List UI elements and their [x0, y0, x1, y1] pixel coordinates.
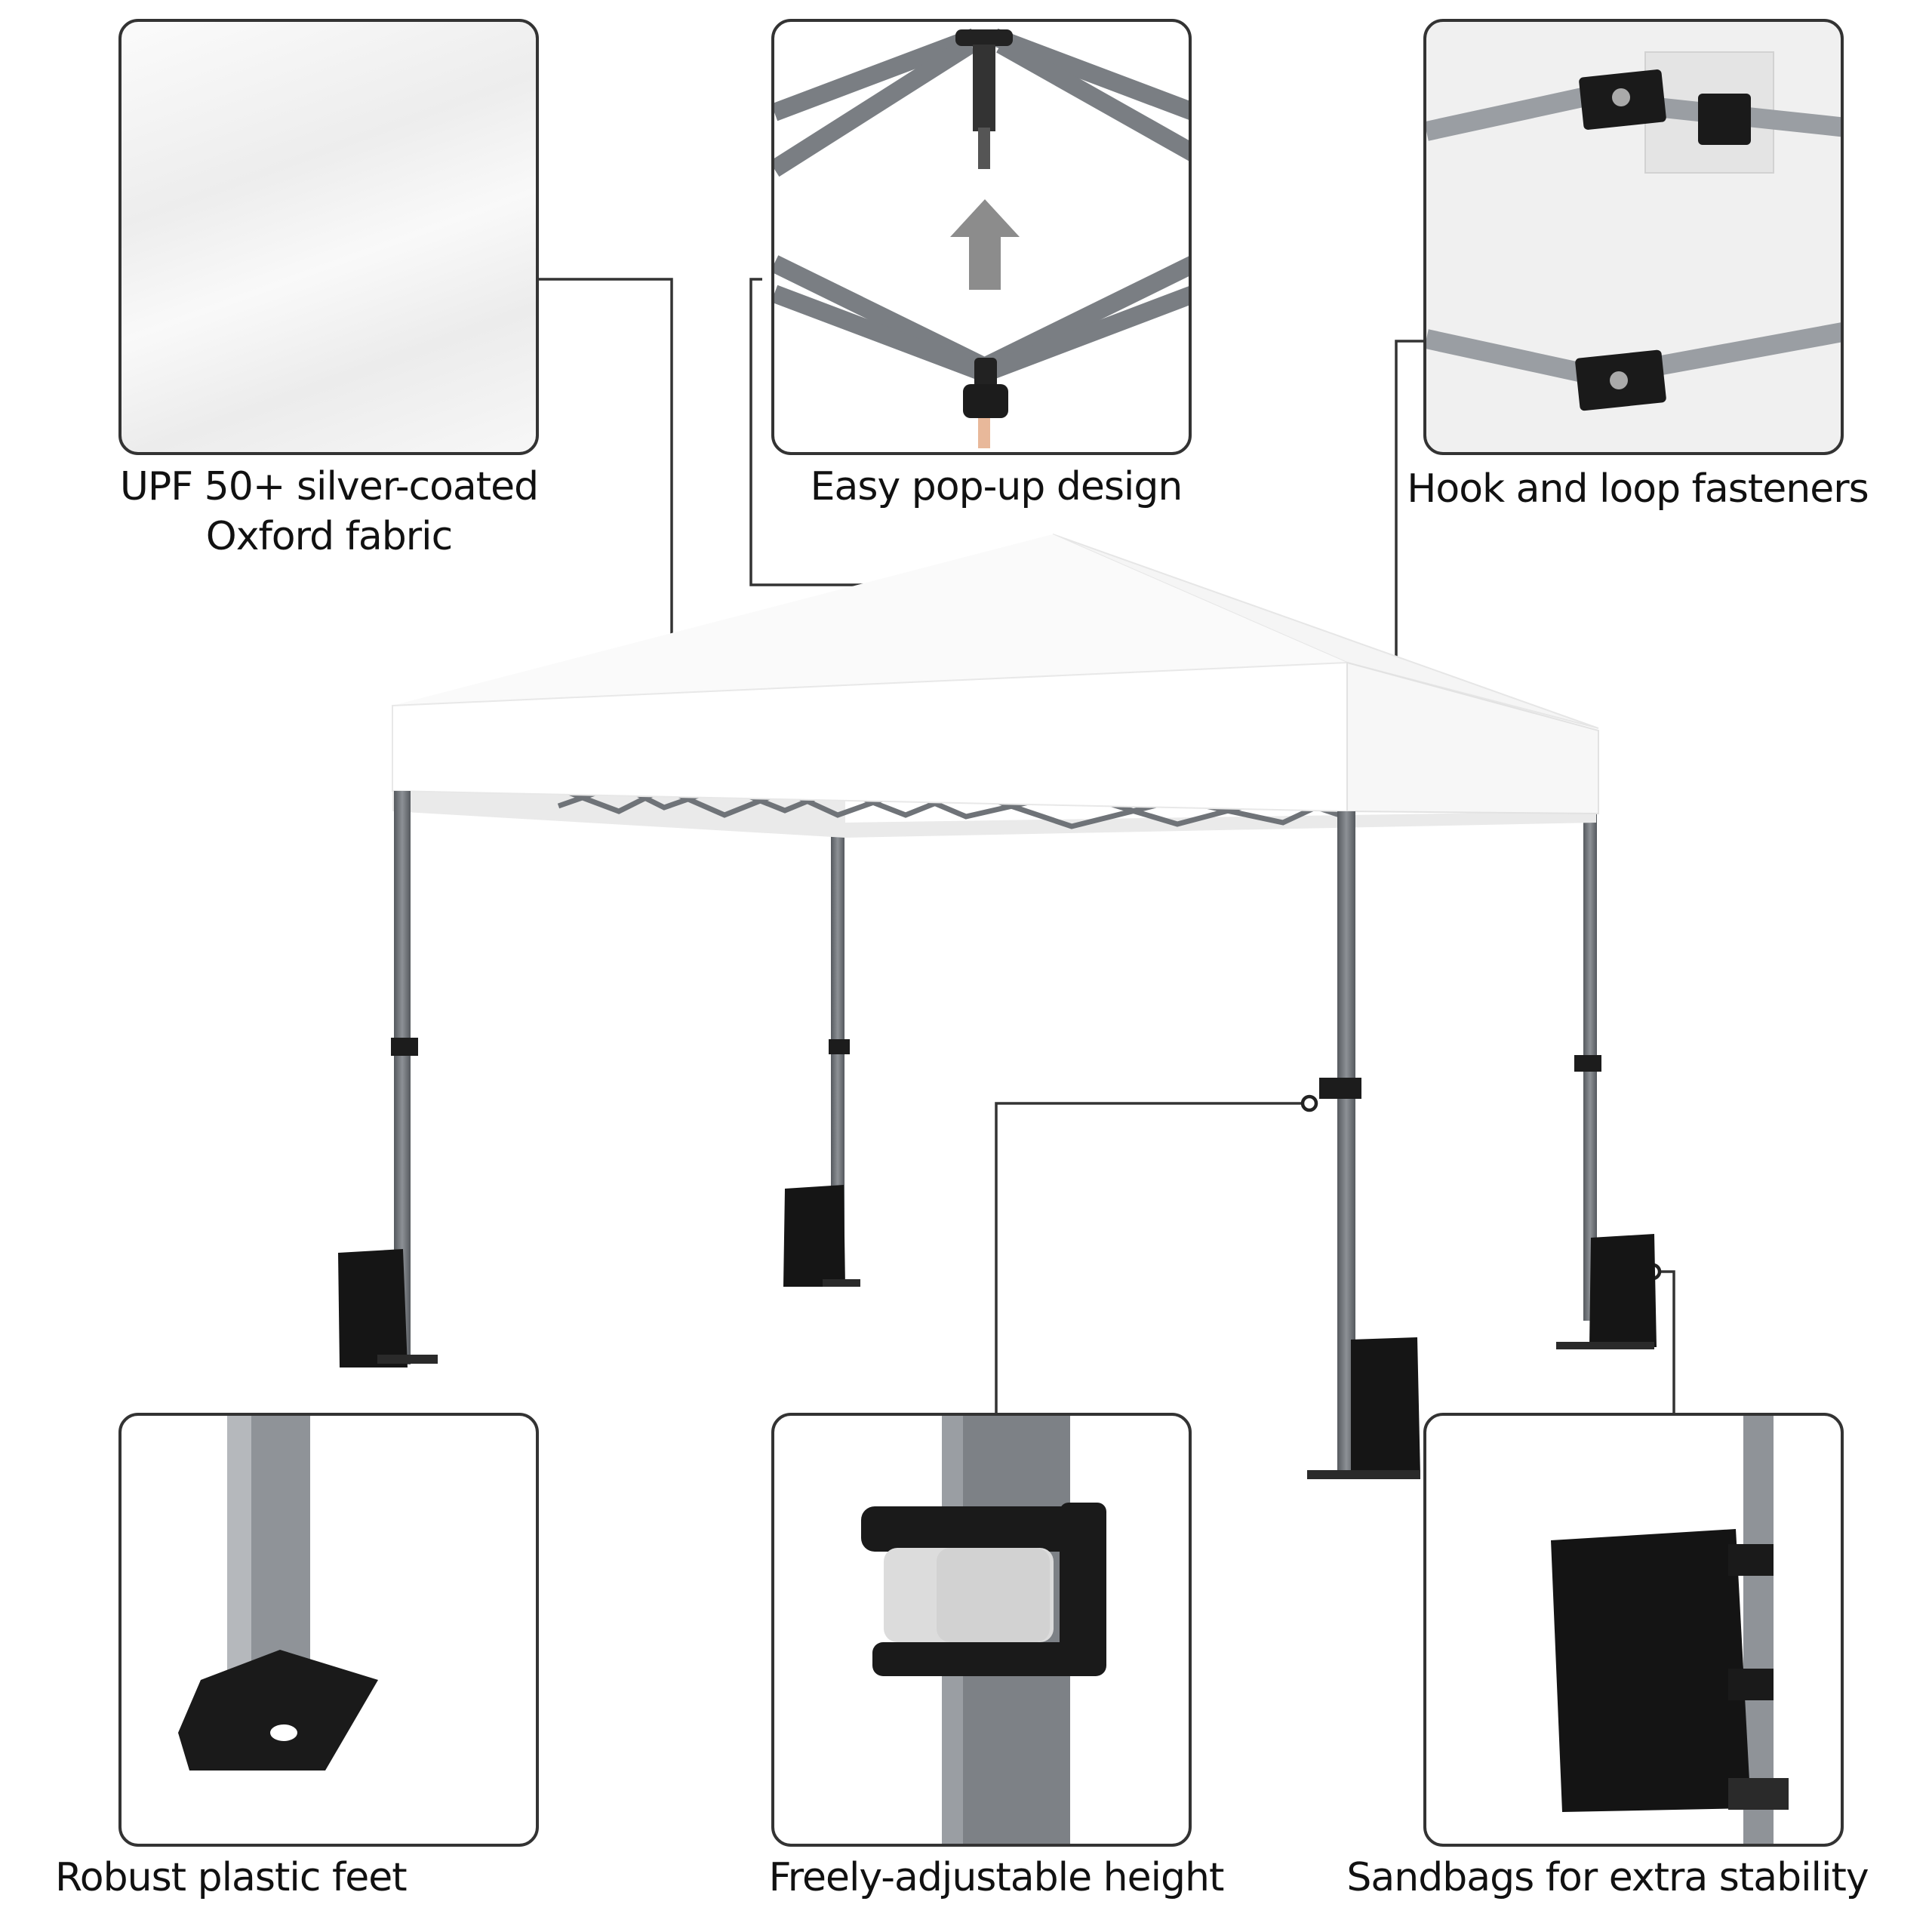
feature-label-height: Freely-adjustable height	[768, 1855, 1225, 1900]
up-arrow-icon	[950, 199, 1020, 290]
feature-label-popup: Easy pop-up design	[810, 464, 1183, 509]
feature-label-fabric: UPF 50+ silver-coated Oxford fabric	[98, 462, 560, 561]
sandbag-image	[1551, 1416, 1789, 1844]
feature-label-fabric-line2: Oxford fabric	[205, 514, 453, 559]
feature-panel-height	[771, 1413, 1192, 1847]
height-clamp-image	[861, 1416, 1106, 1844]
fastener-image	[1426, 51, 1841, 411]
feature-panel-fabric	[118, 19, 539, 455]
plastic-foot-image	[178, 1416, 378, 1770]
feature-panel-popup	[771, 19, 1192, 455]
feature-panel-feet	[118, 1413, 539, 1847]
feature-panel-sandbags	[1423, 1413, 1844, 1847]
feature-label-feet: Robust plastic feet	[55, 1855, 408, 1900]
feature-label-sandbags: Sandbags for extra stability	[1346, 1855, 1869, 1900]
feature-panel-fasteners	[1423, 19, 1844, 455]
feature-label-fabric-line1: UPF 50+ silver-coated	[119, 464, 539, 509]
feature-label-fasteners: Hook and loop fasteners	[1407, 466, 1869, 512]
frame-hub-image	[774, 28, 1189, 448]
